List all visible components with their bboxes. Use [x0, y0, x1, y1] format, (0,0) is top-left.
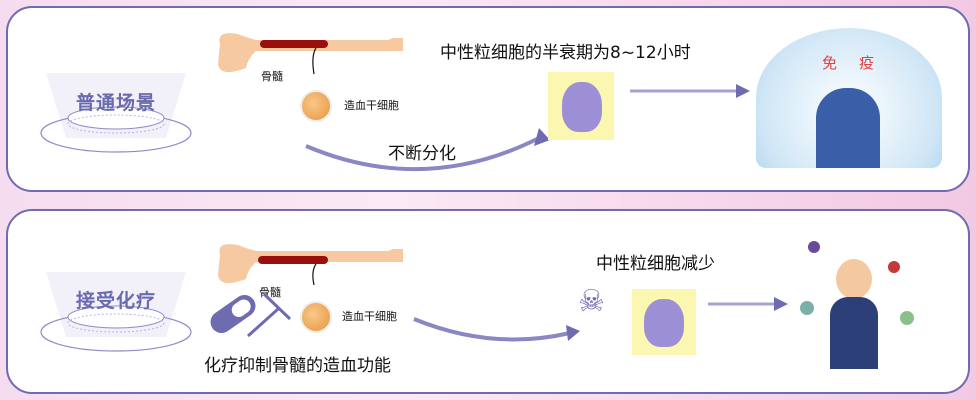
- stem-cell-label: 造血干细胞: [342, 310, 397, 323]
- stem-cell-icon: [300, 301, 332, 333]
- skull-icon: ☠: [578, 284, 605, 319]
- curved-arrow: [413, 317, 580, 342]
- right-arrow: [708, 297, 788, 311]
- chemo-scenario-panel: 接受化疗 骨髓 造血干细胞 化疗抑制骨髓的造血功能 中性粒细胞减少 ☠: [6, 209, 970, 394]
- sick-person-image: [788, 231, 938, 381]
- stage-label-normal: 普通场景: [76, 92, 157, 114]
- stage-label-chemo: 接受化疗: [76, 290, 157, 312]
- neutrophil-cell-image: [632, 289, 696, 355]
- bone-marrow-label: 骨髓: [261, 70, 283, 83]
- neutrophil-cell-image: [548, 72, 614, 140]
- immune-shield-image: 免疫: [756, 28, 942, 168]
- bone-icon: [218, 244, 403, 286]
- neutrophil-decrease-caption: 中性粒细胞减少: [596, 254, 715, 274]
- shield-text: 免疫: [822, 54, 897, 72]
- stem-cell-label: 造血干细胞: [344, 99, 399, 112]
- neutrophil-halflife-caption: 中性粒细胞的半衰期为8~12小时: [440, 43, 691, 63]
- right-arrow: [630, 84, 750, 98]
- normal-scenario-panel: 普通场景 骨髓 造血干细胞 不断分化 中性粒细胞的半衰期为8~12小时 免疫: [6, 6, 970, 192]
- pill-icon: [210, 292, 292, 338]
- podium-icon: [40, 73, 192, 153]
- differentiation-label: 不断分化: [388, 144, 456, 164]
- chemo-suppression-caption: 化疗抑制骨髓的造血功能: [204, 356, 391, 376]
- bone-icon: [218, 33, 403, 75]
- stem-cell-icon: [300, 90, 332, 122]
- curved-arrow: [305, 128, 550, 172]
- podium-icon: [40, 272, 192, 352]
